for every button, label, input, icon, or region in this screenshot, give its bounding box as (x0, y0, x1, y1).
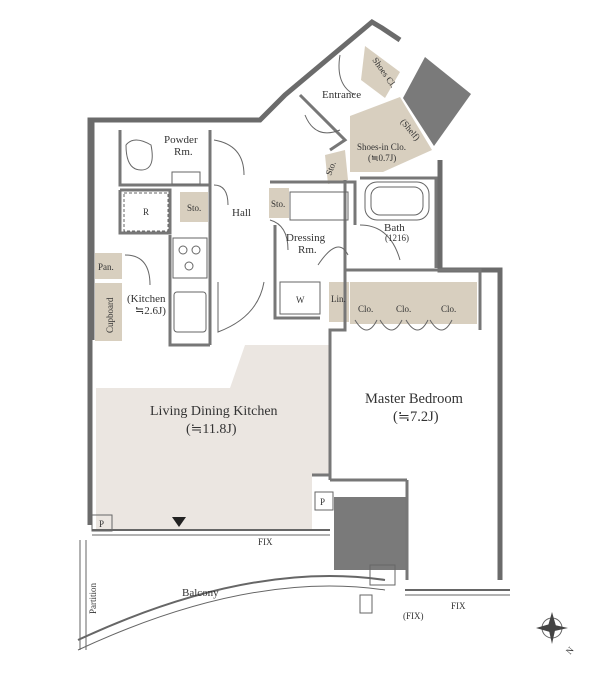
compass-icon (536, 612, 568, 644)
dressing-label: Dressing (286, 232, 326, 244)
ldk-label: Living Dining Kitchen (150, 404, 278, 419)
kitchen-size: ≒2.6J) (135, 305, 166, 317)
shoes-in-cl-size: (≒0.7J) (368, 153, 396, 163)
compass-north-label: N (564, 644, 576, 656)
ldk-size: (≒11.8J) (186, 422, 237, 437)
fix-label-2: FIX (451, 601, 466, 611)
fix-paren-label: (FIX) (403, 611, 424, 621)
inner-walls (118, 93, 482, 580)
columns (334, 57, 471, 570)
pantry-label: Pan. (98, 262, 114, 272)
bath-size: (1216) (385, 233, 409, 243)
closet-label-3: Clo. (441, 304, 456, 314)
fixtures (77, 54, 563, 651)
powder-room-label-2: Rm. (174, 146, 193, 158)
closet-label-2: Clo. (396, 304, 411, 314)
entrance-marker (172, 517, 186, 527)
bath-label: Bath (384, 222, 405, 234)
closet-label-1: Clo. (358, 304, 373, 314)
master-bedroom-size: (≒7.2J) (393, 409, 439, 425)
sto-right-label: Sto. (271, 199, 285, 209)
partition-label: Partition (88, 583, 98, 614)
dressing-label-2: Rm. (298, 244, 317, 256)
sto-small-label: Sto. (323, 160, 337, 177)
cupboard-label: Cupboard (105, 297, 115, 333)
entrance-label: Entrance (322, 89, 361, 101)
hall-label: Hall (232, 207, 251, 219)
pipe-label-2: P (320, 497, 325, 507)
storage-areas (95, 46, 477, 341)
kitchen-label: (Kitchen (127, 293, 166, 305)
fix-label-1: FIX (258, 537, 273, 547)
powder-room-label: Powder (164, 134, 198, 146)
sto-hall-label: Sto. (187, 203, 201, 213)
linen-label: Lin. (331, 294, 346, 304)
master-bedroom-label: Master Bedroom (365, 391, 464, 407)
refrigerator-label: R (143, 207, 149, 217)
balcony-label: Balcony (182, 587, 219, 599)
ldk-floor (96, 345, 330, 530)
room-labels: Powder Rm. Entrance Shoes Cl. (Shelf) Sh… (88, 55, 576, 656)
washer-label: W (296, 295, 305, 305)
shoes-in-cl-label: Shoes-in Clo. (357, 142, 406, 152)
pipe-label-1: P (99, 519, 104, 529)
